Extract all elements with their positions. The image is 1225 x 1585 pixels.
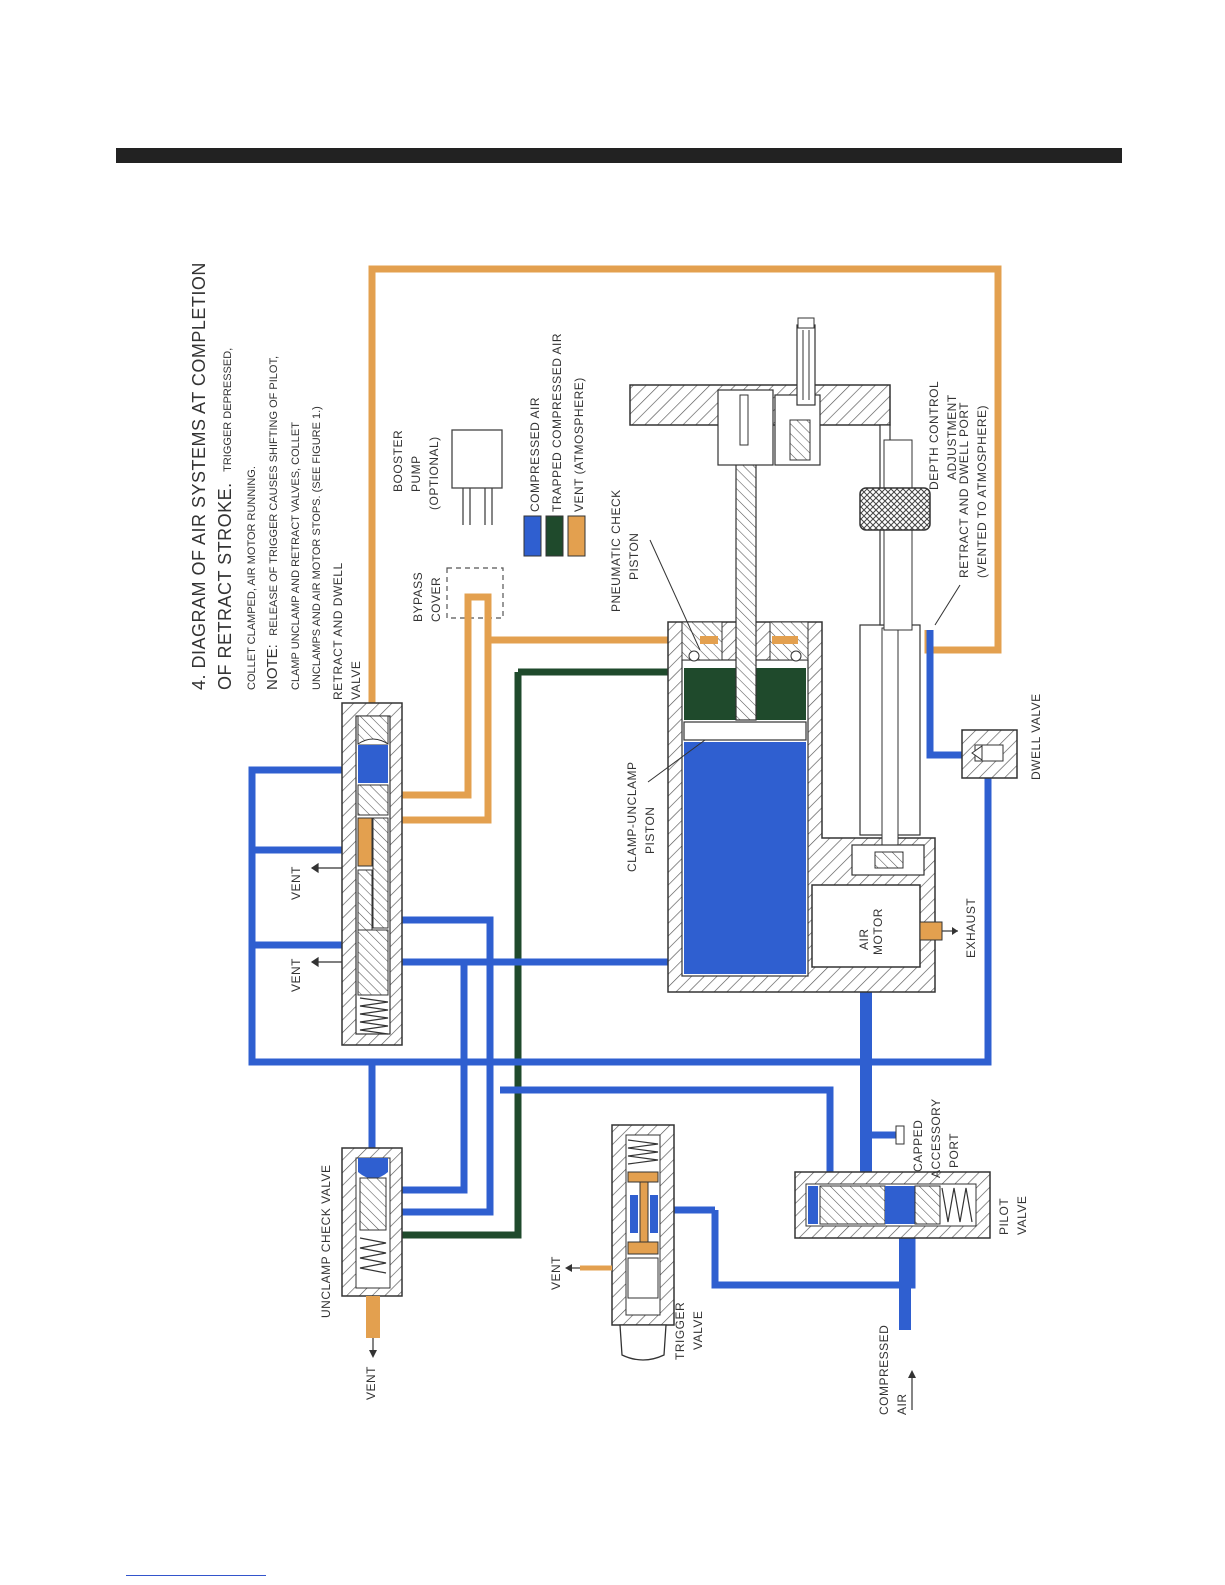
- compressed-supply-line: [860, 975, 911, 1330]
- unclamp-check-valve: [341, 1147, 403, 1358]
- status-line: COLLET CLAMPED, AIR MOTOR RUNNING.: [246, 466, 258, 690]
- pneumatic-label-2: PISTON: [627, 533, 641, 580]
- unclamp-check-label: UNCLAMP CHECK VALVE: [319, 1164, 333, 1318]
- booster-label-2: PUMP: [409, 455, 423, 492]
- booster-label-1: BOOSTER: [391, 430, 405, 492]
- capped-label-1: CAPPED: [911, 1120, 925, 1172]
- pilot-label-2: VALVE: [1015, 1196, 1029, 1235]
- bypass-cover: [446, 567, 504, 619]
- retract-valve-label-2: VALVE: [349, 661, 363, 700]
- depth-label-2: ADJUSTMENT: [945, 394, 959, 480]
- capped-port: [895, 1125, 905, 1145]
- retract-valve-label-1: RETRACT AND DWELL: [331, 562, 345, 700]
- pneumatic-leader: [649, 539, 701, 651]
- trapped-air-line-b: [388, 672, 522, 1239]
- bypass-label-1: BYPASS: [411, 572, 425, 622]
- capped-label-2: ACCESSORY: [929, 1098, 943, 1178]
- legend-swatch-vent: [567, 515, 586, 557]
- vent-label-a: VENT: [289, 866, 303, 900]
- legend-label-vent: VENT (ATMOSPHERE): [572, 377, 586, 512]
- spindle-head: [629, 317, 931, 631]
- pilot-valve: [794, 1171, 991, 1239]
- air-motor-label-2: MOTOR: [871, 908, 885, 955]
- compressed-label-1: COMPRESSED: [877, 1325, 891, 1415]
- vent-arrow-upper: [310, 862, 342, 968]
- legend: COMPRESSED AIR TRAPPED COMPRESSED AIR VE…: [523, 333, 586, 557]
- dwell-valve: [961, 729, 1018, 779]
- vent-label-d: VENT: [549, 1256, 563, 1290]
- header-bar: [116, 148, 1122, 163]
- note-line-1: NOTE: RELEASE OF TRIGGER CAUSES SHIFTING…: [264, 356, 281, 690]
- exhaust-label: EXHAUST: [964, 898, 978, 958]
- trigger-valve: [565, 1124, 675, 1361]
- legend-swatch-trapped: [545, 515, 564, 557]
- retract-dwell-valve: [341, 702, 403, 1046]
- clamp-piston-label-2: PISTON: [643, 807, 657, 854]
- trigger-label-1: TRIGGER: [673, 1302, 687, 1360]
- pilot-label-1: PILOT: [997, 1198, 1011, 1235]
- pneumatic-label-1: PNEUMATIC CHECK: [609, 489, 623, 612]
- vent-label-c: VENT: [364, 1366, 378, 1400]
- footer-rule: [126, 1575, 266, 1576]
- compressed-label-2: AIR: [895, 1393, 909, 1415]
- retract-port-leader: [934, 584, 961, 626]
- legend-swatch-compressed: [523, 515, 542, 557]
- dwell-valve-label: DWELL VALVE: [1029, 693, 1043, 780]
- legend-label-compressed: COMPRESSED AIR: [528, 397, 542, 512]
- retract-port-label-1: RETRACT AND DWELL PORT: [957, 402, 971, 578]
- air-motor-label-1: AIR: [857, 928, 871, 950]
- compressed-inlet-arrow: [908, 1370, 916, 1410]
- clamp-piston-leader: [647, 739, 706, 783]
- bypass-label-2: COVER: [429, 577, 443, 622]
- trigger-label-2: VALVE: [691, 1311, 705, 1350]
- clamp-piston-label-1: CLAMP-UNCLAMP: [625, 761, 639, 872]
- booster-label-3: (OPTIONAL): [427, 436, 441, 510]
- vent-label-b: VENT: [289, 958, 303, 992]
- capped-label-3: PORT: [947, 1133, 961, 1168]
- note-line-2: CLAMP UNCLAMP AND RETRACT VALVES, COLLET: [290, 422, 302, 690]
- air-motor: [811, 884, 958, 968]
- depth-label-1: DEPTH CONTROL: [927, 381, 941, 490]
- booster-pump: BOOSTER PUMP (OPTIONAL): [391, 429, 503, 525]
- note-line-3: UNCLAMPS AND AIR MOTOR STOPS. (SEE FIGUR…: [311, 406, 323, 690]
- diagram-title: 4. DIAGRAM OF AIR SYSTEMS AT COMPLETION: [189, 262, 209, 690]
- diagram-subtitle: OF RETRACT STROKE. TRIGGER DEPRESSED,: [215, 348, 235, 690]
- legend-label-trapped: TRAPPED COMPRESSED AIR: [550, 333, 564, 512]
- retract-port-label-2: (VENTED TO ATMOSPHERE): [975, 405, 989, 578]
